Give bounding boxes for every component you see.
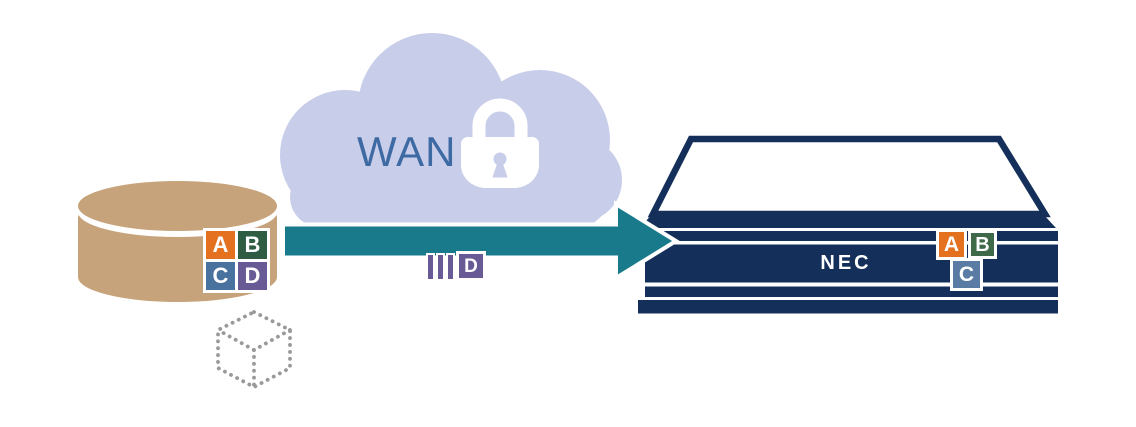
nec-logo: NEC (820, 252, 872, 274)
target-block-a: A (936, 229, 967, 260)
compressed-bar (436, 253, 445, 281)
keyhole (492, 152, 508, 178)
compressed-bar (426, 253, 435, 281)
target-block-b: B (968, 230, 997, 259)
source-block-c: C (206, 262, 235, 290)
source-block-a: A (206, 231, 235, 259)
transfer-payload: D (426, 251, 486, 281)
target-block-c: C (950, 258, 983, 291)
wan-label: WAN (357, 128, 457, 175)
dedup-cube-icon (216, 310, 292, 390)
compressed-bar (446, 253, 455, 281)
transfer-block-d: D (456, 251, 486, 281)
target-appliance (638, 135, 1058, 314)
source-block-b: B (238, 231, 267, 259)
source-data-blocks: A B C D (203, 228, 270, 293)
source-block-d: D (238, 262, 267, 290)
appliance-lid (647, 135, 1051, 218)
lock-icon (461, 98, 539, 188)
flow-arrow (281, 200, 680, 282)
